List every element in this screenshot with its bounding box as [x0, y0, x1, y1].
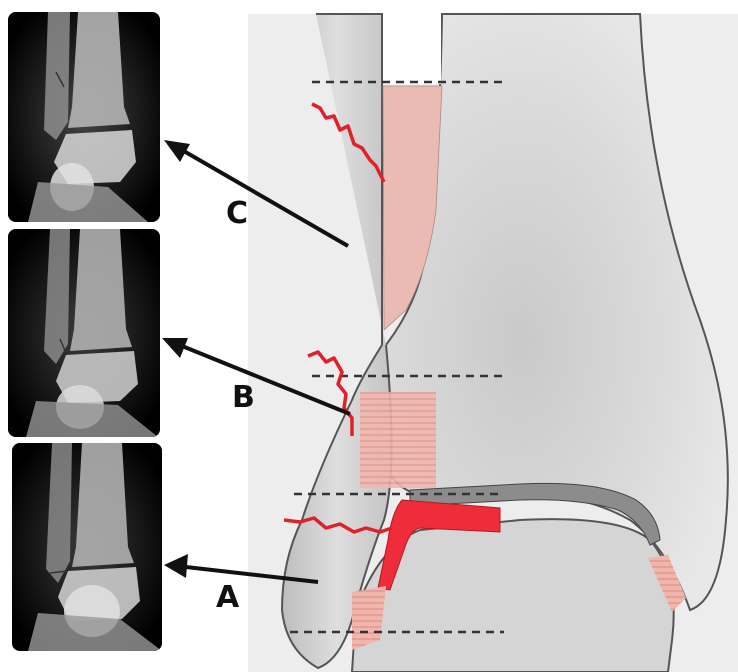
arrow-icon	[164, 554, 188, 578]
interosseous-gap	[383, 14, 441, 84]
arrow-icon	[164, 140, 190, 162]
label-a: A	[216, 580, 239, 615]
label-b: B	[232, 380, 255, 415]
label-c: C	[226, 196, 248, 231]
syndesmosis-ligament	[360, 392, 436, 488]
